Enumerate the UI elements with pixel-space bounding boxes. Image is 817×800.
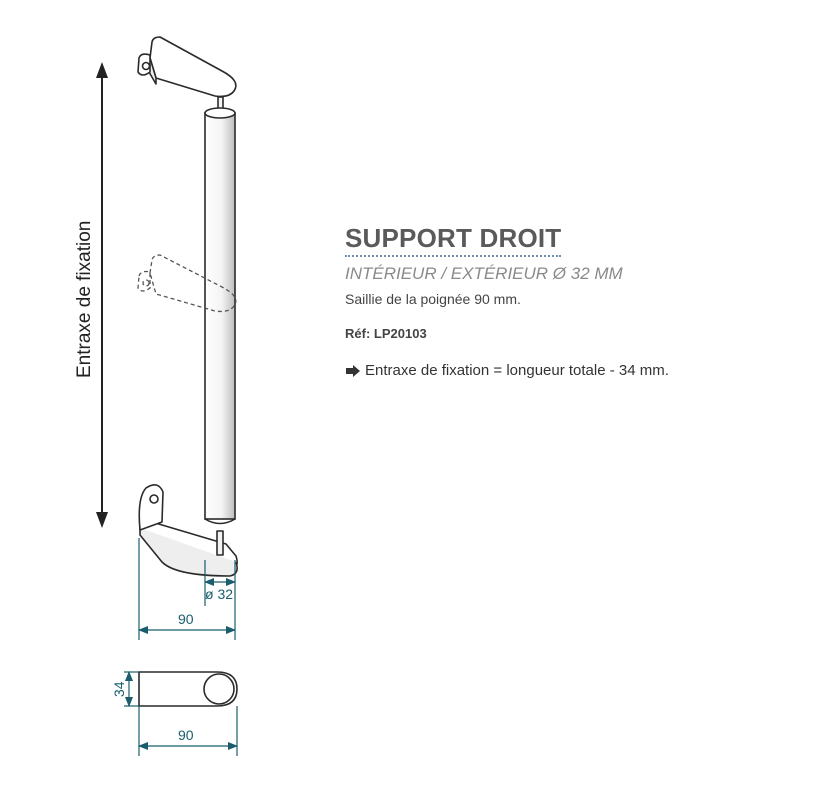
entraxe-arrow <box>96 62 108 528</box>
side-width-label: 90 <box>178 611 194 627</box>
product-description: Saillie de la poignée 90 mm. <box>345 291 521 307</box>
top-height-label: 34 <box>111 681 127 697</box>
side-width-dimension <box>138 538 236 640</box>
entraxe-label: Entraxe de fixation <box>74 221 95 378</box>
top-view-plate <box>138 671 238 707</box>
right-arrow-icon <box>346 365 360 377</box>
diameter-dimension <box>204 560 236 606</box>
handle-tube <box>204 107 236 525</box>
bottom-bracket <box>138 484 238 577</box>
product-subtitle: INTÉRIEUR / EXTÉRIEUR Ø 32 MM <box>345 264 623 283</box>
middle-bracket-ghost <box>137 254 237 313</box>
top-width-dimension <box>138 706 238 756</box>
top-bracket <box>137 36 237 112</box>
note-text: Entraxe de fixation = longueur totale - … <box>365 362 669 379</box>
product-title: SUPPORT DROIT <box>345 222 562 257</box>
reference-label: Réf: <box>345 326 371 341</box>
product-info: SUPPORT DROIT INTÉRIEUR / EXTÉRIEUR Ø 32… <box>345 222 785 381</box>
diameter-label: ø 32 <box>205 586 233 602</box>
reference-value: LP20103 <box>373 326 427 341</box>
top-height-dimension <box>124 671 139 707</box>
product-reference: Réf: LP20103 <box>345 325 785 343</box>
top-width-label: 90 <box>178 727 194 743</box>
product-note: Entraxe de fixation = longueur totale - … <box>345 361 785 381</box>
